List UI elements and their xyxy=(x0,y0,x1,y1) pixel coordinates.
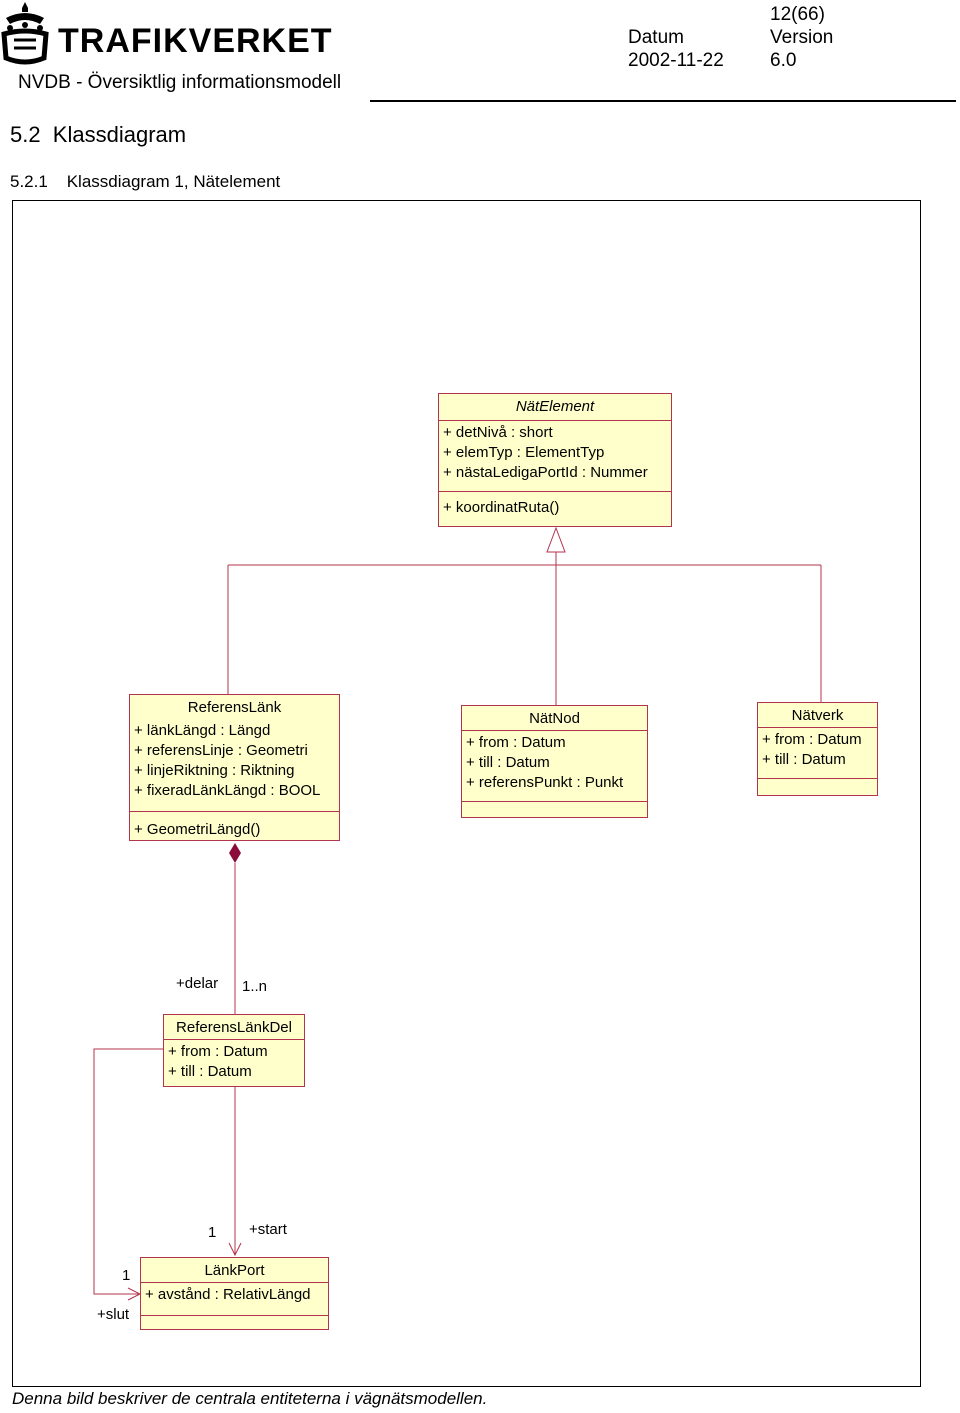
attribute: + from : Datum xyxy=(168,1043,268,1060)
attribute: + referensLinje : Geometri xyxy=(134,742,308,759)
date-label: Datum xyxy=(628,27,684,48)
attribute: + fixeradLänkLängd : BOOL xyxy=(134,782,321,799)
class-name: ReferensLänk xyxy=(187,699,282,716)
section-heading: 5.2 Klassdiagram xyxy=(10,122,187,147)
attribute: + till : Datum xyxy=(466,754,550,771)
attribute: + elemTyp : ElementTyp xyxy=(443,444,605,461)
slut-multiplicity-label: 1 xyxy=(122,1267,131,1284)
slut-role-label: +slut xyxy=(97,1306,130,1323)
attribute: + länkLängd : Längd xyxy=(134,722,271,739)
class-name: NätElement xyxy=(439,394,671,421)
attribute-list: + from : Datum + till : Datum xyxy=(758,728,877,779)
operation: + GeometriLängd() xyxy=(134,821,261,838)
class-name: Nätverk xyxy=(758,703,877,728)
class-referenslank[interactable]: ReferensLänk + länkLängd : Längd + refer… xyxy=(129,694,340,841)
attribute: + avstånd : RelativLängd xyxy=(145,1286,311,1303)
version-label: Version xyxy=(770,27,834,48)
date-value: 2002-11-22 xyxy=(628,50,724,71)
class-name: ReferensLänkDel xyxy=(164,1015,304,1040)
attribute-list: + from : Datum + till : Datum xyxy=(164,1040,304,1084)
attribute: + till : Datum xyxy=(762,751,846,768)
class-natnod[interactable]: NätNod + from : Datum + till : Datum + r… xyxy=(461,705,648,818)
page-number: 12(66) xyxy=(770,4,825,25)
start-multiplicity-label: 1 xyxy=(208,1224,217,1241)
crown-icon xyxy=(1,2,49,65)
operation-list: + GeometriLängd() xyxy=(130,812,339,842)
attribute: + from : Datum xyxy=(762,731,862,748)
class-natverk[interactable]: Nätverk + from : Datum + till : Datum xyxy=(757,702,878,796)
attribute: + from : Datum xyxy=(466,734,566,751)
class-name: NätNod xyxy=(462,706,647,731)
attribute: + till : Datum xyxy=(168,1063,252,1080)
version-value: 6.0 xyxy=(770,50,797,71)
delar-multiplicity-label: 1..n xyxy=(242,978,268,995)
logo: TRAFIKVERKET xyxy=(0,0,332,70)
diagram-frame xyxy=(12,200,921,1387)
class-name: LänkPort xyxy=(141,1258,328,1283)
document-title: NVDB - Översiktlig informationsmodell xyxy=(18,72,342,93)
figure-caption: Denna bild beskriver de centrala entitet… xyxy=(12,1389,488,1408)
attribute-list: + from : Datum + till : Datum + referens… xyxy=(462,731,647,802)
attribute-list: + detNivå : short + elemTyp : ElementTyp… xyxy=(439,421,671,492)
delar-role-label: +delar xyxy=(176,975,219,992)
class-natelement[interactable]: NätElement + detNivå : short + elemTyp :… xyxy=(438,393,672,527)
attribute: + detNivå : short xyxy=(443,424,553,441)
operation: + koordinatRuta() xyxy=(443,499,560,516)
generalization-arrow-icon xyxy=(546,526,566,553)
attribute: + referensPunkt : Punkt xyxy=(466,774,624,791)
class-lankport[interactable]: LänkPort + avstånd : RelativLängd xyxy=(140,1257,329,1330)
slut-association-line xyxy=(93,1048,163,1295)
start-arrowhead-icon xyxy=(228,1242,242,1257)
attribute-list: + länkLängd : Längd + referensLinje : Ge… xyxy=(130,719,339,812)
logo-wordmark: TRAFIKVERKET xyxy=(58,22,333,60)
class-referenslankdel[interactable]: ReferensLänkDel + from : Datum + till : … xyxy=(163,1014,305,1087)
header-divider xyxy=(370,100,956,102)
operation-list: + koordinatRuta() xyxy=(439,492,671,520)
start-role-label: +start xyxy=(249,1221,287,1238)
composition-diamond-icon xyxy=(229,843,241,863)
attribute: + nästaLedigaPortId : Nummer xyxy=(443,464,648,481)
subsection-heading: 5.2.1 Klassdiagram 1, Nätelement xyxy=(10,172,281,191)
attribute-list: + avstånd : RelativLängd xyxy=(141,1283,328,1316)
attribute: + linjeRiktning : Riktning xyxy=(134,762,295,779)
